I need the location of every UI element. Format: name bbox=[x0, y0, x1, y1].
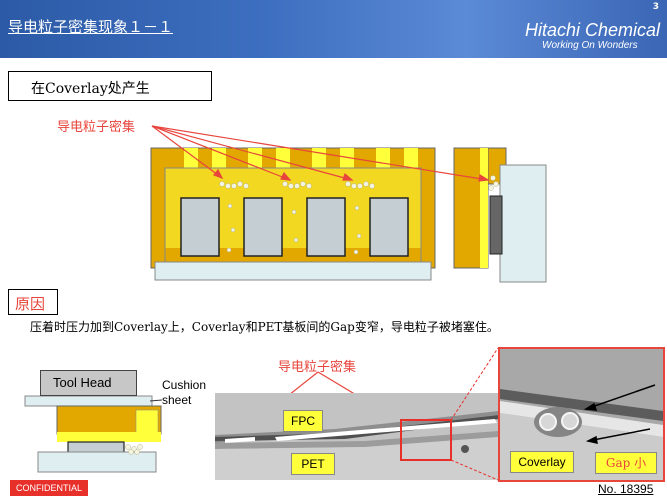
electrode bbox=[243, 197, 283, 257]
cushion-label-line1: Cushion bbox=[162, 378, 207, 392]
coverlay-label: Coverlay bbox=[510, 451, 574, 473]
section-heading-box: 在Coverlay处产生 bbox=[8, 71, 212, 101]
main-cross-section bbox=[150, 147, 436, 281]
cause-description: 压着时压力加到Coverlay上，Coverlay和PET基板间的Gap变窄，导… bbox=[30, 320, 499, 334]
page-number: 3 bbox=[652, 2, 659, 12]
fpc-label: FPC bbox=[283, 410, 323, 432]
adhesive-stripe bbox=[404, 148, 418, 168]
tool-head: Tool Head bbox=[40, 370, 137, 396]
company-logo: Hitachi Chemical bbox=[525, 20, 661, 40]
company-tagline: Working On Wonders bbox=[542, 40, 638, 51]
callout-arrows bbox=[151, 125, 490, 182]
confidential-badge: CONFIDENTIAL bbox=[10, 480, 88, 496]
photo-callout-label: 导电粒子密集 bbox=[278, 360, 357, 375]
pet-substrate bbox=[154, 261, 432, 281]
cause-heading-box: 原因 bbox=[8, 289, 58, 315]
electrode bbox=[369, 197, 409, 257]
electrode bbox=[306, 197, 346, 257]
cushion-label-line2: sheet bbox=[162, 393, 192, 407]
page-title: 导电粒子密集现象１－１ bbox=[8, 18, 174, 36]
tool-head-label: Tool Head bbox=[53, 375, 112, 390]
side-cross-section bbox=[453, 147, 547, 283]
adhesive-stripe bbox=[340, 148, 354, 168]
electrode bbox=[180, 197, 220, 257]
adhesive-stripe bbox=[276, 148, 290, 168]
particle-callout-label: 导电粒子密集 bbox=[57, 120, 136, 135]
particle-clusters bbox=[219, 181, 375, 255]
microscope-photo bbox=[215, 393, 499, 480]
pet-substrate bbox=[37, 451, 157, 473]
header-bar bbox=[0, 0, 667, 58]
zoom-region bbox=[400, 419, 452, 461]
section-heading-text: 在Coverlay处产生 bbox=[31, 81, 150, 97]
gap-label: Gap 小 bbox=[595, 452, 657, 474]
pet-label: PET bbox=[291, 453, 335, 475]
cushion-sheet-label: Cushion sheet bbox=[162, 378, 206, 408]
cause-heading-text: 原因 bbox=[15, 295, 46, 313]
document-number: No. 18395 bbox=[598, 482, 654, 496]
